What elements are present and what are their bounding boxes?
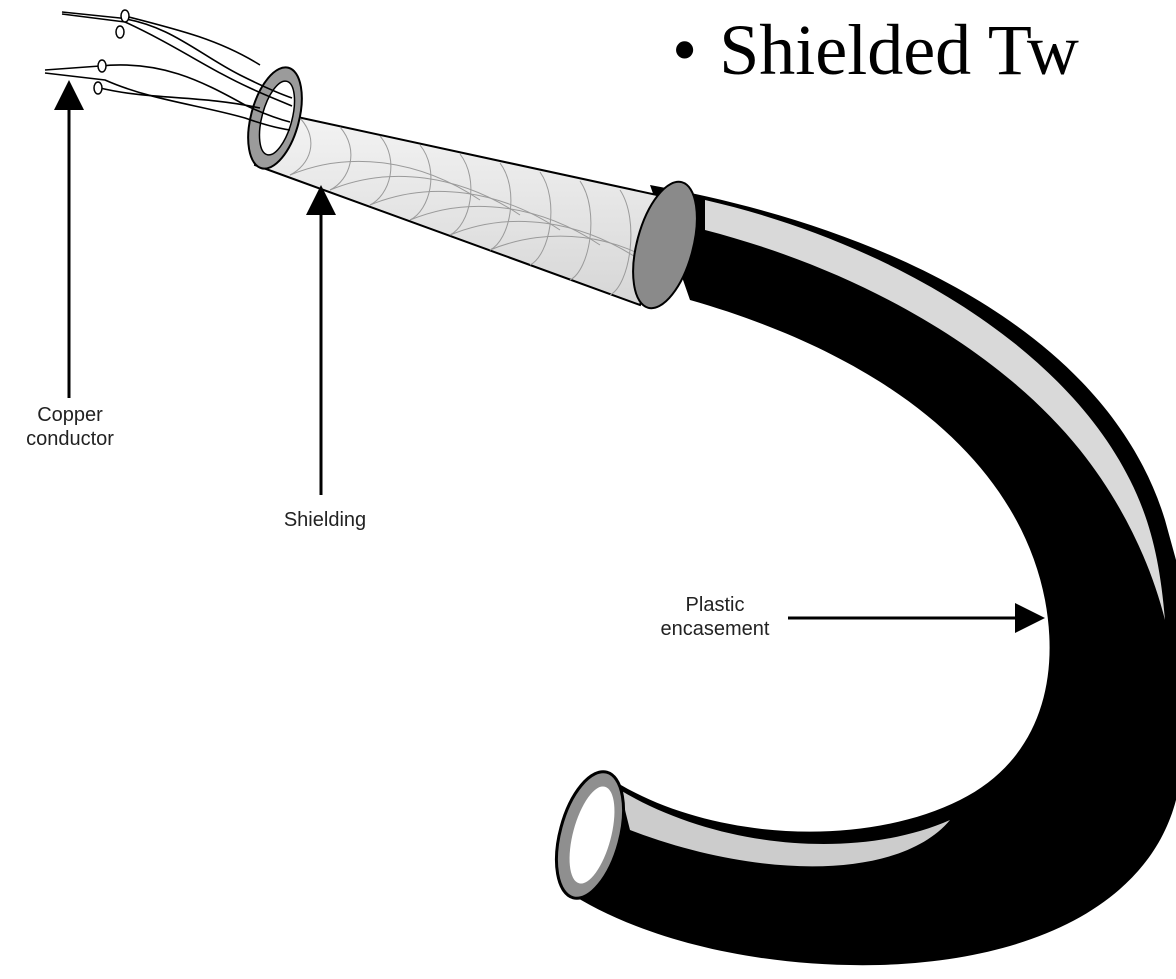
shielding-label: Shielding xyxy=(265,508,385,532)
copper-label-line2: conductor xyxy=(0,427,140,451)
plastic-encasement-label: Plastic encasement xyxy=(635,593,795,641)
plastic-label-line2: encasement xyxy=(635,617,795,641)
plastic-label-line1: Plastic xyxy=(635,593,795,617)
copper-conductor-label: Copper conductor xyxy=(0,403,140,451)
slide-title: •Shielded Tw xyxy=(672,14,1079,86)
shielding-label-text: Shielding xyxy=(265,508,385,532)
bullet-icon: • xyxy=(672,14,697,86)
copper-label-line1: Copper xyxy=(0,403,140,427)
title-text: Shielded Tw xyxy=(719,10,1079,90)
shielding-section xyxy=(238,62,709,315)
